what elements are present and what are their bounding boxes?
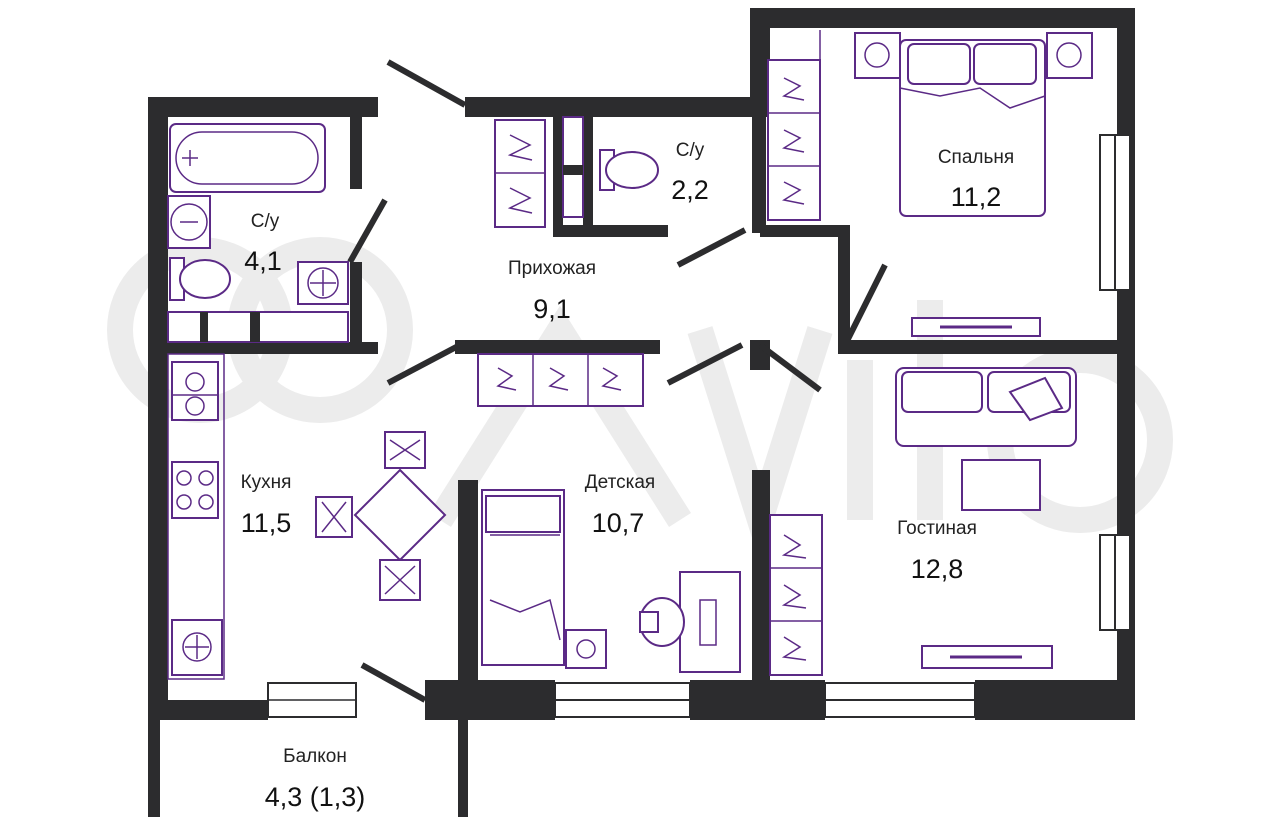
room-area: 9,1 [533, 294, 571, 324]
tv-unit-icon [921, 645, 1053, 669]
room-label-bedroom: Спальня 11,2 [938, 147, 1014, 212]
room-label-toilet: С/у 2,2 [671, 140, 709, 205]
room-label-bathroom: С/у 4,1 [244, 211, 282, 276]
room-name: Спальня [938, 147, 1014, 168]
room-label-kids-room: Детская 10,7 [585, 472, 655, 538]
toilet-icon [169, 257, 231, 301]
dining-table-icon [353, 468, 447, 562]
wardrobe-icon [767, 30, 821, 221]
room-label-living-room: Гостиная 12,8 [897, 518, 977, 584]
room-area: 2,2 [671, 175, 709, 205]
cooktop-icon [171, 461, 219, 519]
room-area: 4,1 [244, 246, 282, 276]
room-name: Кухня [241, 472, 292, 493]
doors [347, 59, 888, 703]
room-area: 11,5 [241, 508, 292, 538]
desk-icon [679, 571, 741, 673]
double-bed-icon [899, 39, 1046, 217]
nightstand [854, 32, 1093, 79]
kitchen-counter [167, 353, 225, 680]
bathroom-shelf [167, 311, 349, 343]
room-name: С/у [251, 211, 280, 232]
toilet-icon [599, 149, 659, 191]
room-name: Балкон [283, 746, 347, 767]
chair-icon [315, 431, 426, 601]
washing-machine-icon [297, 261, 349, 305]
room-label-balcony: Балкон 4,3 (1,3) [265, 746, 366, 812]
room-area: 11,2 [951, 182, 1002, 212]
bathtub-icon [169, 123, 326, 193]
stove-icon [171, 361, 219, 421]
fridge-icon [171, 619, 223, 676]
office-chair-icon [639, 597, 685, 647]
nightstand [565, 629, 607, 669]
room-area: 12,8 [911, 554, 964, 584]
wardrobe-icon [494, 119, 546, 228]
room-name: Прихожая [508, 258, 596, 279]
coffee-table-icon [961, 459, 1041, 511]
room-name: Гостиная [897, 518, 977, 539]
sofa-icon [895, 367, 1077, 447]
room-label-hallway: Прихожая 9,1 [508, 258, 596, 324]
wardrobe-icon [477, 353, 644, 407]
shelf-unit [562, 116, 584, 218]
wardrobe-icon [769, 514, 823, 676]
sink-icon [167, 195, 211, 249]
room-area: 10,7 [592, 508, 645, 538]
windows [267, 134, 1131, 718]
room-name: Детская [585, 472, 655, 493]
single-bed-icon [481, 489, 565, 666]
tv-unit-icon [911, 317, 1041, 337]
room-label-kitchen: Кухня 11,5 [241, 472, 292, 538]
room-name: С/у [676, 140, 705, 161]
room-area: 4,3 (1,3) [265, 782, 366, 812]
